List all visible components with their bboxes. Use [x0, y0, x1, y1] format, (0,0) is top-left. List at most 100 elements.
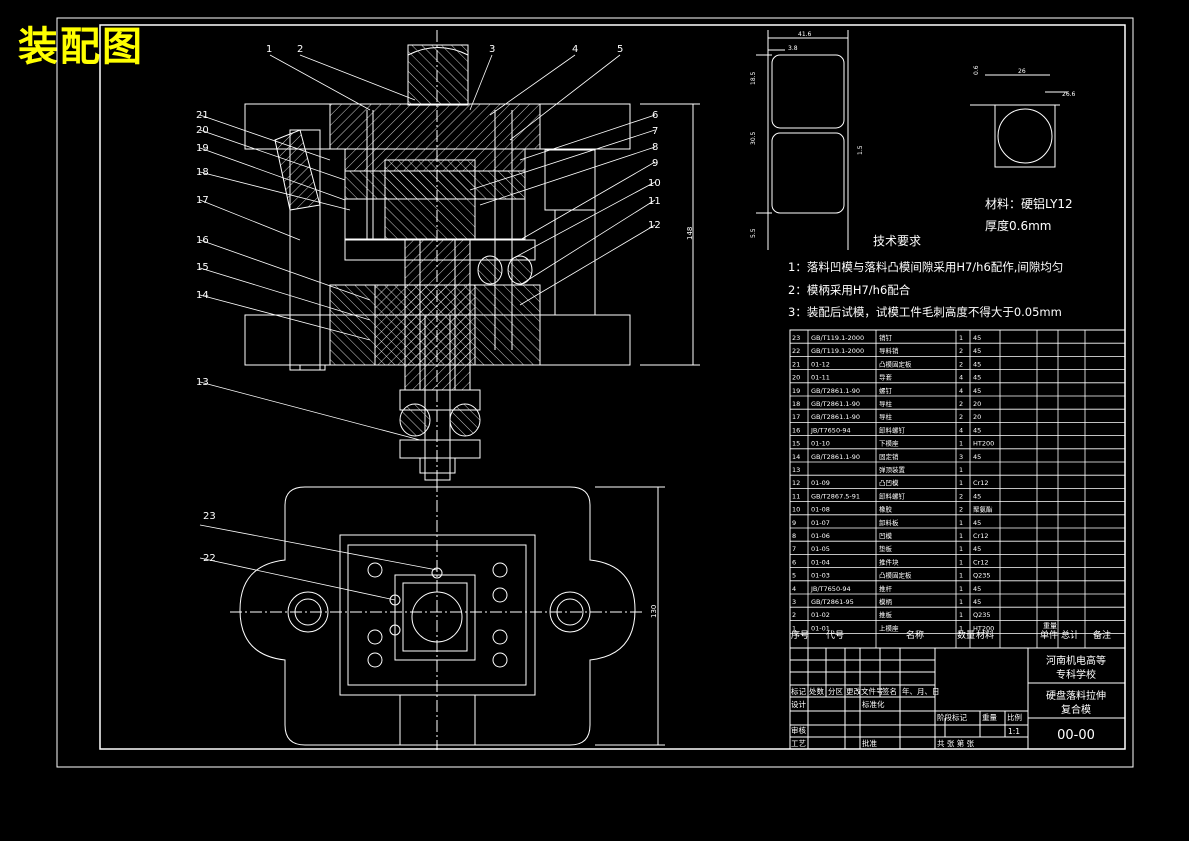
bom-cell: 01-12: [811, 360, 830, 368]
bom-cell: 45: [973, 519, 981, 527]
svg-text:26: 26: [1018, 68, 1026, 75]
callout-13: 13: [196, 377, 209, 388]
callout-5: 5: [617, 44, 623, 55]
bom-cell: 01-11: [811, 374, 830, 382]
bom-cell: 21: [792, 360, 800, 368]
callout-3: 3: [489, 44, 495, 55]
bom-cell: 45: [973, 598, 981, 606]
callout-19: 19: [196, 143, 209, 154]
bom-cell: 1: [959, 466, 963, 474]
bom-cell: 3: [959, 453, 963, 461]
section-view: [244, 30, 700, 481]
bom-cell: 卸料板: [879, 518, 899, 527]
bom-cell: 45: [973, 374, 981, 382]
callout-15: 15: [196, 262, 209, 273]
bom-cell: 15: [792, 440, 800, 448]
title-block: [789, 647, 1126, 750]
svg-text:30.5: 30.5: [750, 131, 757, 145]
bom-cell: 导套: [879, 373, 893, 382]
bom-cell: 17: [792, 413, 800, 421]
callout-16: 16: [196, 235, 209, 246]
bom-cell: Q235: [973, 572, 991, 580]
tech-req-2: 2：模柄采用H7/h6配合: [788, 283, 911, 297]
svg-text:工艺: 工艺: [791, 739, 806, 748]
bom-cell: 01-06: [811, 532, 830, 540]
bom-header-cell: 名称: [906, 629, 924, 641]
bom-cell: 模柄: [879, 597, 893, 606]
svg-text:共 张 第 张: 共 张 第 张: [937, 738, 975, 748]
svg-text:阶段标记: 阶段标记: [937, 712, 967, 722]
svg-text:比例: 比例: [1007, 712, 1022, 722]
bom-header-cell: 材料: [976, 629, 994, 641]
bom-cell: 01-08: [811, 506, 830, 514]
bom-cell: 1: [959, 545, 963, 553]
bom-cell: 4: [959, 374, 963, 382]
svg-text:处数: 处数: [809, 686, 824, 696]
callout-14: 14: [196, 290, 209, 301]
bom-cell: HT200: [973, 624, 994, 632]
svg-text:5.5: 5.5: [750, 228, 757, 238]
bom-cell: 导料销: [879, 346, 899, 355]
bom-cell: 20: [973, 400, 981, 408]
callout-20: 20: [196, 125, 209, 136]
svg-text:设计: 设计: [791, 699, 806, 709]
bom-cell: 12: [792, 479, 800, 487]
bom-cell: 7: [792, 545, 796, 553]
bom-cell: 1: [959, 558, 963, 566]
bom-cell: 6: [792, 558, 796, 566]
bom-cell: 8: [792, 532, 796, 540]
bom-cell: 20: [973, 413, 981, 421]
bom-cell: 14: [792, 453, 800, 461]
bom-cell: 垫板: [879, 544, 893, 553]
bom-cell: Cr12: [973, 558, 988, 566]
callout-17: 17: [196, 195, 209, 206]
svg-text:标准化: 标准化: [862, 699, 885, 709]
bom-cell: 导柱: [879, 412, 893, 421]
bom-cell: 2: [959, 347, 963, 355]
bom-cell: 11: [792, 492, 800, 500]
bom-cell: 20: [792, 374, 800, 382]
bom-cell: 橡胶: [879, 505, 893, 514]
svg-text:审核: 审核: [791, 725, 806, 735]
bom-cell: 45: [973, 545, 981, 553]
drawing-number: 00-00: [1057, 728, 1095, 743]
bom-cell: 16: [792, 426, 800, 434]
bom-cell: JB/T7650-94: [810, 585, 851, 593]
bom-cell: 2: [959, 492, 963, 500]
bom-cell: GB/T2861-95: [811, 598, 854, 606]
callout-7: 7: [652, 126, 658, 137]
bom-cell: Q235: [973, 611, 991, 619]
bom-cell: HT200: [973, 440, 994, 448]
outer-frame: [56, 17, 1134, 768]
bom-cell: 45: [973, 347, 981, 355]
bom-cell: 1: [959, 611, 963, 619]
bom-cell: 01-09: [811, 479, 830, 487]
bom-cell: 2: [792, 611, 796, 619]
callout-9: 9: [652, 158, 658, 169]
bom-cell: 45: [973, 453, 981, 461]
drawing-title: 装配图: [18, 24, 144, 70]
callout-11: 11: [648, 196, 661, 207]
bom-header-cell: 序号: [791, 629, 809, 641]
bom-cell: GB/T2861.1-90: [811, 387, 860, 395]
svg-text:分区: 分区: [828, 687, 843, 696]
bom-cell: 2: [959, 413, 963, 421]
bom-cell: GB/T119.1-2000: [811, 334, 864, 342]
svg-text:年、月、日: 年、月、日: [902, 686, 940, 696]
bom-cell: 01-10: [811, 440, 830, 448]
callout-12: 12: [648, 220, 661, 231]
bom-cell: 4: [959, 387, 963, 395]
bom-cell: 1: [959, 519, 963, 527]
bom-cell: 1: [959, 624, 963, 632]
bom-cell: 推杆: [879, 584, 893, 593]
tech-req-1: 1：落料凹模与落料凸模间隙采用H7/h6配作,间隙均匀: [788, 260, 1063, 274]
bom-cell: 1: [959, 598, 963, 606]
bom-cell: GB/T119.1-2000: [811, 347, 864, 355]
material-label: 材料：硬铝LY12: [985, 196, 1073, 211]
bom-cell: 卸料螺钉: [879, 491, 906, 500]
callout-2: 2: [297, 44, 303, 55]
bom-cell: 1: [792, 624, 796, 632]
bom-cell: 推件块: [879, 557, 899, 566]
